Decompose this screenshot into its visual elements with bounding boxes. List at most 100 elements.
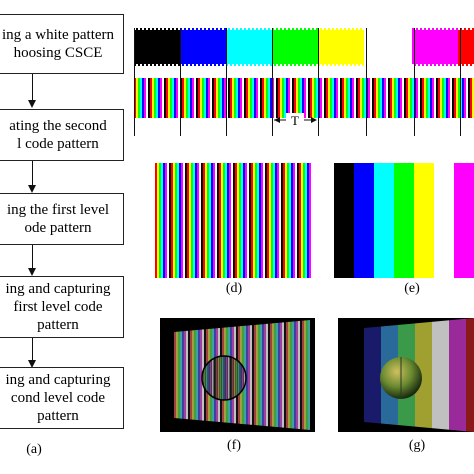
top-band-edge (384, 64, 386, 66)
top-band-edge (278, 28, 280, 30)
panel-f-stripe (260, 320, 262, 430)
top-band-edge (232, 64, 234, 66)
fine-stripe (268, 78, 270, 118)
top-band-edge (446, 28, 448, 30)
top-band-edge (448, 64, 450, 66)
top-band-edge (148, 64, 150, 66)
panel-d-stripe (199, 163, 201, 278)
top-band-edge (396, 64, 398, 66)
top-band-edge (276, 64, 278, 66)
fine-stripe (248, 78, 250, 118)
panel-f-stripe (288, 320, 290, 430)
panel-f-sphere-stripe (234, 356, 236, 400)
panel-d-stripe (223, 163, 225, 278)
panel-e-band-4 (414, 163, 434, 278)
top-band-7 (458, 28, 474, 66)
top-band-edge (236, 64, 238, 66)
fine-stripe (274, 78, 276, 118)
panel-f-stripe (282, 320, 284, 430)
panel-d-stripe (157, 163, 159, 278)
top-band-edge (282, 28, 284, 30)
top-band-edge (390, 28, 392, 30)
fine-stripe (260, 78, 262, 118)
fine-stripe (424, 78, 426, 118)
panel-d-stripe (167, 163, 169, 278)
panel-f-stripe (180, 320, 182, 430)
panel-e-band-0 (334, 163, 354, 278)
top-band-edge (408, 64, 410, 66)
fine-stripe (160, 78, 162, 118)
panel-d-stripe (197, 163, 199, 278)
panel-f-stripe (274, 320, 276, 430)
top-band-edge (182, 28, 184, 30)
top-band-edge (244, 64, 246, 66)
fine-stripe (458, 78, 460, 118)
panel-f-stripe (294, 320, 296, 430)
top-band-edge (312, 64, 314, 66)
top-band-edge (454, 28, 456, 30)
panel-f-stripe (184, 320, 186, 430)
fine-stripe (172, 78, 174, 118)
fine-stripe (404, 78, 406, 118)
top-band-edge (340, 64, 342, 66)
top-band-edge (250, 28, 252, 30)
panel-d-stripe (237, 163, 239, 278)
top-band-edge (372, 64, 374, 66)
fine-stripe (234, 78, 236, 118)
panel-f-stripe (174, 320, 176, 430)
panel-d-stripes (155, 163, 313, 278)
fine-stripe (306, 78, 308, 118)
fine-stripe (388, 78, 390, 118)
top-band-edge (192, 64, 194, 66)
top-band-edge (336, 64, 338, 66)
top-band-edge (208, 64, 210, 66)
panel-f-stripe (178, 320, 180, 430)
top-band-edge (360, 64, 362, 66)
top-band-edge (196, 64, 198, 66)
top-band-edge (262, 28, 264, 30)
top-band-edge (368, 64, 370, 66)
fine-stripe (320, 78, 322, 118)
fine-stripe (190, 78, 192, 118)
fine-stripe (158, 78, 160, 118)
panel-f-stripe (280, 320, 282, 430)
top-band-edge (220, 64, 222, 66)
fine-stripe (228, 78, 230, 118)
panel-d-stripe (211, 163, 213, 278)
top-band-edge (464, 64, 466, 66)
fine-stripe (422, 78, 424, 118)
fine-stripe (238, 78, 240, 118)
fine-stripe (284, 78, 286, 118)
fine-stripe (426, 78, 428, 118)
panel-f-stripe (270, 320, 272, 430)
panel-f-stripe (264, 320, 266, 430)
top-band-edge (470, 28, 472, 30)
panel-d-stripe (193, 163, 195, 278)
panel-f-stripe (302, 320, 304, 430)
panel-d-stripe (217, 163, 219, 278)
top-band-edge (324, 64, 326, 66)
panel-d-stripe (277, 163, 279, 278)
arrow-3 (32, 245, 33, 269)
fine-stripe (242, 78, 244, 118)
top-band-edge (286, 28, 288, 30)
period-arrow-right-head (311, 117, 317, 123)
panel-f-stripe (306, 320, 308, 430)
top-band-edge (350, 28, 352, 30)
fine-stripe (240, 78, 242, 118)
fine-stripe (466, 78, 468, 118)
fine-stripe (270, 78, 272, 118)
panel-f-sphere-stripe (212, 356, 214, 400)
fine-stripe (312, 78, 314, 118)
top-band-edge (462, 28, 464, 30)
panel-f-sphere-stripe (230, 356, 232, 400)
panel-f-stripe (258, 320, 260, 430)
fine-stripe (462, 78, 464, 118)
panel-f-stripe (176, 320, 178, 430)
panel-f-scene (160, 318, 315, 432)
panel-f-stripe (182, 320, 184, 430)
panel-e-band-2 (374, 163, 394, 278)
fine-stripe (346, 78, 348, 118)
top-band-edge (268, 64, 270, 66)
fine-stripe (188, 78, 190, 118)
